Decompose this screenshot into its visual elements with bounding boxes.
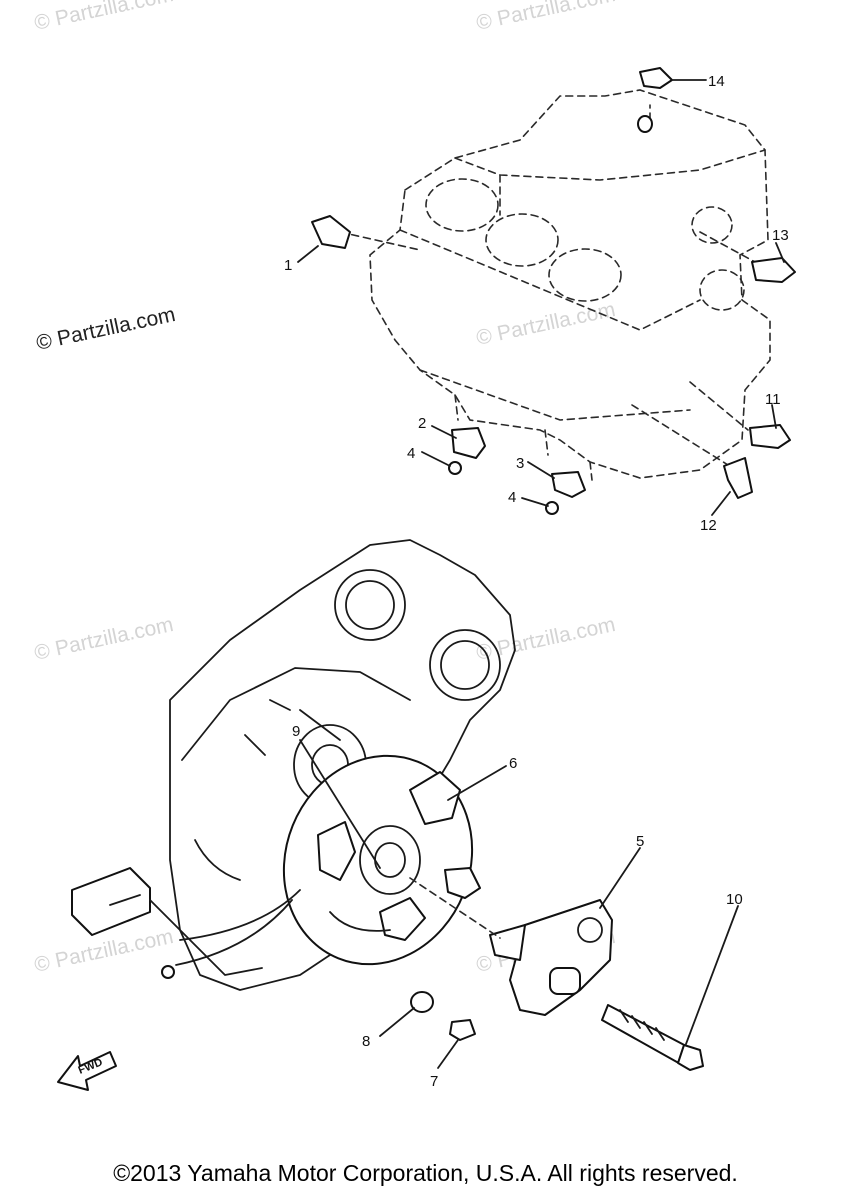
clamp-part-14 xyxy=(639,67,673,89)
callout-6: 6 xyxy=(509,755,517,772)
callout-13: 13 xyxy=(772,227,789,244)
callout-5: 5 xyxy=(636,833,644,850)
clamp-part-1 xyxy=(311,215,351,249)
callout-11: 11 xyxy=(765,391,781,408)
watermark: © Partzilla.com xyxy=(474,613,617,665)
callout-10: 10 xyxy=(726,891,743,908)
engine-block-outline xyxy=(339,89,771,481)
callout-4: 4 xyxy=(407,445,415,462)
watermark: © Partzilla.com xyxy=(32,925,175,977)
callout-8: 8 xyxy=(362,1033,370,1050)
watermark-visible: © Partzilla.com xyxy=(34,303,177,355)
clamp-part-11 xyxy=(749,424,791,449)
callout-9: 9 xyxy=(292,723,300,740)
clamp-part-2 xyxy=(451,427,486,459)
callout-1: 1 xyxy=(284,257,292,274)
watermark: © Partzilla.com xyxy=(32,613,175,665)
watermark: © Partzilla.com xyxy=(474,298,617,350)
clamp-part-13 xyxy=(751,257,796,283)
callout-3: 3 xyxy=(516,455,524,472)
clamp-part-12 xyxy=(723,457,753,499)
watermark: © Partzilla.com xyxy=(32,0,175,35)
governor-plate-part-5 xyxy=(409,877,613,1016)
callout-12: 12 xyxy=(700,517,717,534)
pickup-assembly-part-6 xyxy=(175,754,481,966)
callout-2: 2 xyxy=(418,415,426,432)
washer-part-8 xyxy=(410,991,434,1013)
bolt-part-14-hole xyxy=(637,115,653,133)
copyright-notice: ©2013 Yamaha Motor Corporation, U.S.A. A… xyxy=(113,1160,738,1186)
screw-part-4 xyxy=(448,461,462,475)
callout-labels: 1 2 3 4 4 5 6 7 8 9 10 11 12 13 14 xyxy=(284,73,789,1090)
upper-bracket-parts xyxy=(311,67,796,515)
clamp-part-3 xyxy=(551,471,586,498)
screw-part-7 xyxy=(449,1019,476,1041)
callout-7: 7 xyxy=(430,1073,438,1090)
callout-14: 14 xyxy=(708,73,725,90)
leader-lines xyxy=(297,79,785,1069)
callout-4: 4 xyxy=(508,489,516,506)
watermark: © Partzilla.com xyxy=(474,0,617,35)
bolt-part-10 xyxy=(601,1004,704,1071)
wire-connector xyxy=(71,867,263,979)
forward-arrow-icon: FWD xyxy=(57,1051,117,1091)
screw-part-4 xyxy=(545,501,559,515)
